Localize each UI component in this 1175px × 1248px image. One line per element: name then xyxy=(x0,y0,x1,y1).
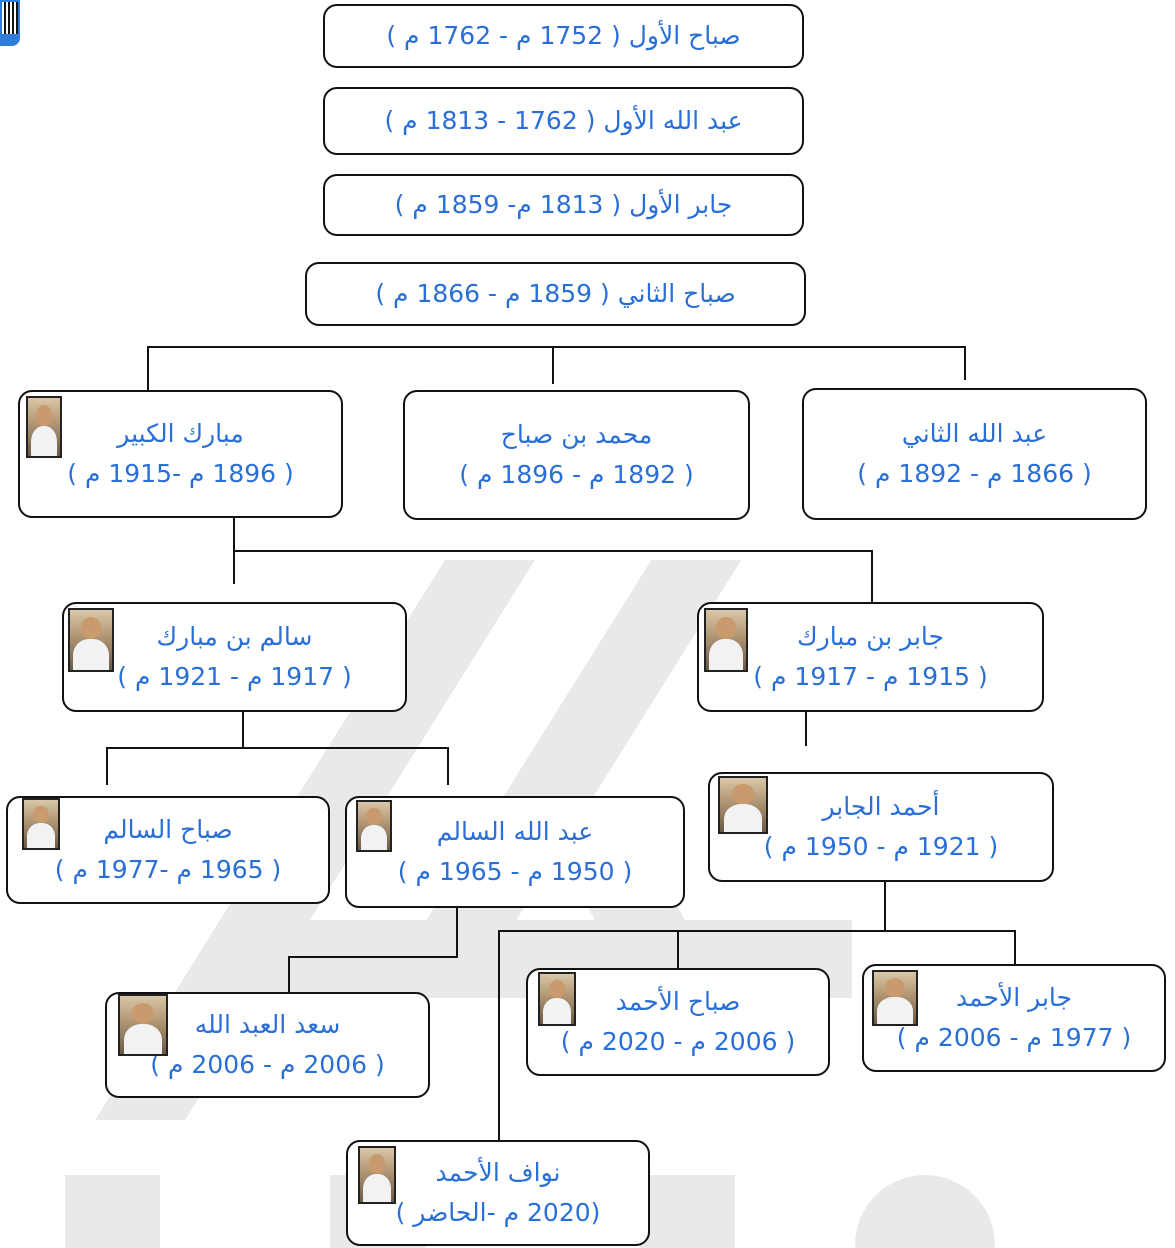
ruler-name: جابر الأول ( 1813 م- 1859 م ) xyxy=(394,190,733,219)
qr-code-icon xyxy=(0,0,20,46)
ruler-dates: ( 2006 م - 2006 م ) xyxy=(150,1050,385,1079)
ruler-node-sabah-2: صباح الثاني ( 1859 م - 1866 م ) xyxy=(305,262,806,326)
ruler-name: عبد الله الأول ( 1762 - 1813 م ) xyxy=(384,106,743,135)
ruler-node-salem: سالم بن مبارك ( 1917 م - 1921 م ) xyxy=(62,602,407,712)
portrait-photo-icon xyxy=(704,608,748,672)
portrait-photo-icon xyxy=(26,396,62,458)
ruler-name: سالم بن مبارك xyxy=(156,622,313,651)
portrait-photo-icon xyxy=(68,608,114,672)
ruler-name: صباح السالم xyxy=(103,815,233,844)
ruler-name: أحمد الجابر xyxy=(822,792,940,821)
ruler-node-mubarak: مبارك الكبير ( 1896 م -1915 م ) xyxy=(18,390,343,518)
ruler-node-sabah-ahmad: صباح الأحمد ( 2006 م - 2020 م ) xyxy=(526,968,830,1076)
ruler-dates: ( 1921 م - 1950 م ) xyxy=(763,832,999,861)
portrait-photo-icon xyxy=(872,970,918,1026)
ruler-dates: ( 1896 م -1915 م ) xyxy=(67,459,294,488)
connector xyxy=(242,712,244,748)
ruler-dates: ( 1977 م - 2006 م ) xyxy=(896,1023,1132,1052)
ruler-name: جابر بن مبارك xyxy=(797,622,944,651)
connector xyxy=(456,908,458,958)
ruler-name: نواف الأحمد xyxy=(435,1158,561,1187)
ruler-dates: ( 2006 م - 2020 م ) xyxy=(560,1027,796,1056)
ruler-dates: ( 1866 م - 1892 م ) xyxy=(857,459,1092,488)
ruler-dates: ( 1892 م - 1896 م ) xyxy=(459,460,694,489)
connector xyxy=(884,882,886,932)
connector xyxy=(288,956,290,992)
ruler-name: جابر الأحمد xyxy=(955,983,1072,1012)
ruler-name: صباح الأحمد xyxy=(615,987,741,1016)
connector xyxy=(106,747,449,749)
ruler-dates: ( 1917 م - 1921 م ) xyxy=(117,662,352,691)
connector xyxy=(288,956,458,958)
connector xyxy=(1014,930,1016,966)
ruler-node-mohammad: محمد بن صباح ( 1892 م - 1896 م ) xyxy=(403,390,750,520)
ruler-dates: (2020 م -الحاضر ) xyxy=(395,1198,601,1227)
watermark-letter-3 xyxy=(640,1175,735,1248)
watermark-letter-1 xyxy=(65,1175,160,1248)
connector xyxy=(498,930,500,1140)
connector xyxy=(677,930,679,970)
portrait-photo-icon xyxy=(358,1146,396,1204)
ruler-name: سعد العبد الله xyxy=(194,1010,341,1039)
ruler-node-abdullah-salem: عبد الله السالم ( 1950 م - 1965 م ) xyxy=(345,796,685,908)
portrait-photo-icon xyxy=(356,800,392,852)
portrait-photo-icon xyxy=(22,798,60,850)
portrait-photo-icon xyxy=(718,776,768,834)
ruler-node-abdullah-2: عبد الله الثاني ( 1866 م - 1892 م ) xyxy=(802,388,1147,520)
ruler-dates: ( 1950 م - 1965 م ) xyxy=(397,857,633,886)
connector xyxy=(964,346,966,380)
ruler-node-jaber-1: جابر الأول ( 1813 م- 1859 م ) xyxy=(323,174,804,236)
ruler-node-abdullah-1: عبد الله الأول ( 1762 - 1813 م ) xyxy=(323,87,804,155)
ruler-name: مبارك الكبير xyxy=(117,419,244,448)
ruler-node-sabah-1: صباح الأول ( 1752 م - 1762 م ) xyxy=(323,4,804,68)
ruler-name: صباح الثاني ( 1859 م - 1866 م ) xyxy=(375,279,736,308)
portrait-photo-icon xyxy=(538,972,576,1026)
connector xyxy=(871,550,873,602)
ruler-node-sabah-salem: صباح السالم ( 1965 م -1977 م ) xyxy=(6,796,330,904)
connector xyxy=(805,712,807,746)
portrait-photo-icon xyxy=(118,994,168,1056)
connector xyxy=(447,747,449,785)
connector xyxy=(147,346,149,392)
ruler-node-nawaf: نواف الأحمد (2020 م -الحاضر ) xyxy=(346,1140,650,1246)
ruler-name: عبد الله السالم xyxy=(436,817,594,846)
connector xyxy=(106,747,108,785)
ruler-dates: ( 1965 م -1977 م ) xyxy=(54,855,282,884)
ruler-name: عبد الله الثاني xyxy=(901,419,1048,448)
ruler-name: صباح الأول ( 1752 م - 1762 م ) xyxy=(386,21,741,50)
connector xyxy=(498,930,1016,932)
ruler-name: محمد بن صباح xyxy=(500,420,653,449)
connector xyxy=(147,346,966,348)
ruler-dates: ( 1915 م - 1917 م ) xyxy=(753,662,988,691)
connector xyxy=(233,550,873,552)
connector xyxy=(552,346,554,384)
watermark-letter-4 xyxy=(855,1175,995,1248)
ruler-node-jaber-2: جابر بن مبارك ( 1915 م - 1917 م ) xyxy=(697,602,1044,712)
